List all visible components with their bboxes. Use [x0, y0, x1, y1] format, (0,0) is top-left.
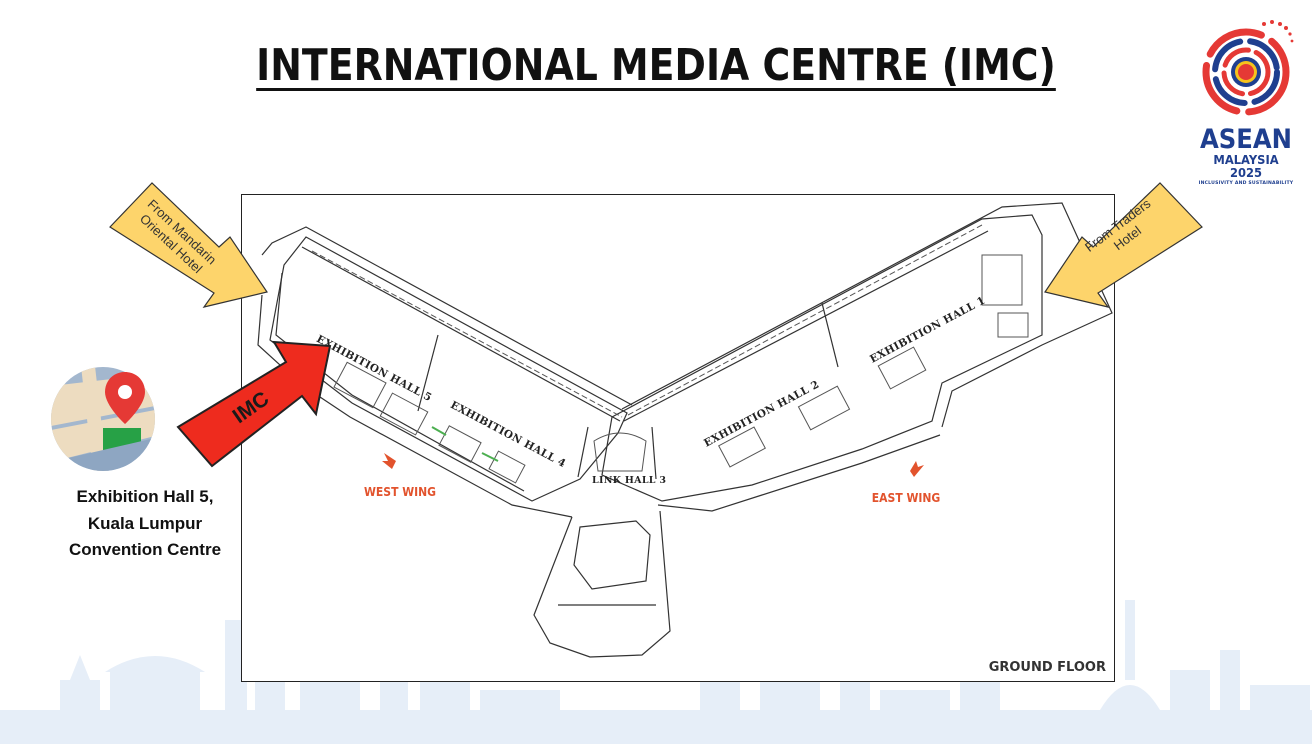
asean-emblem-icon [1202, 20, 1294, 116]
label-link-hall-3: LINK HALL 3 [592, 475, 667, 486]
asean-wordmark: ASEAN MALAYSIA 2025 INCLUSIVITY AND SUST… [1194, 126, 1298, 187]
east-wing-arrow-icon [910, 461, 924, 477]
logo-name: ASEAN [1199, 124, 1293, 155]
floor-plan-map: EXHIBITION HALL 5 EXHIBITION HALL 4 EXHI… [241, 194, 1115, 682]
label-west-wing: WEST WING [364, 485, 437, 499]
logo-year: MALAYSIA 2025 [1213, 152, 1279, 180]
location-line2: Kuala Lumpur [87, 513, 203, 533]
floor-plan-drawing [257, 202, 1113, 658]
map-pin-icon [51, 367, 155, 471]
page-title: INTERNATIONAL MEDIA CENTRE (IMC) [256, 40, 1056, 91]
location-label: Exhibition Hall 5, Kuala Lumpur Conventi… [48, 484, 242, 564]
mandarin-arrow-label: From Mandarin Oriental Hotel [133, 196, 220, 280]
location-line3: Convention Centre [68, 540, 222, 560]
logo-tagline: INCLUSIVITY AND SUSTAINABILITY [1198, 181, 1294, 186]
location-line1: Exhibition Hall 5, [76, 487, 214, 506]
ground-floor-label: GROUND FLOOR [988, 660, 1106, 675]
west-wing-arrow-icon [382, 453, 396, 469]
label-east-wing: EAST WING [871, 491, 941, 505]
